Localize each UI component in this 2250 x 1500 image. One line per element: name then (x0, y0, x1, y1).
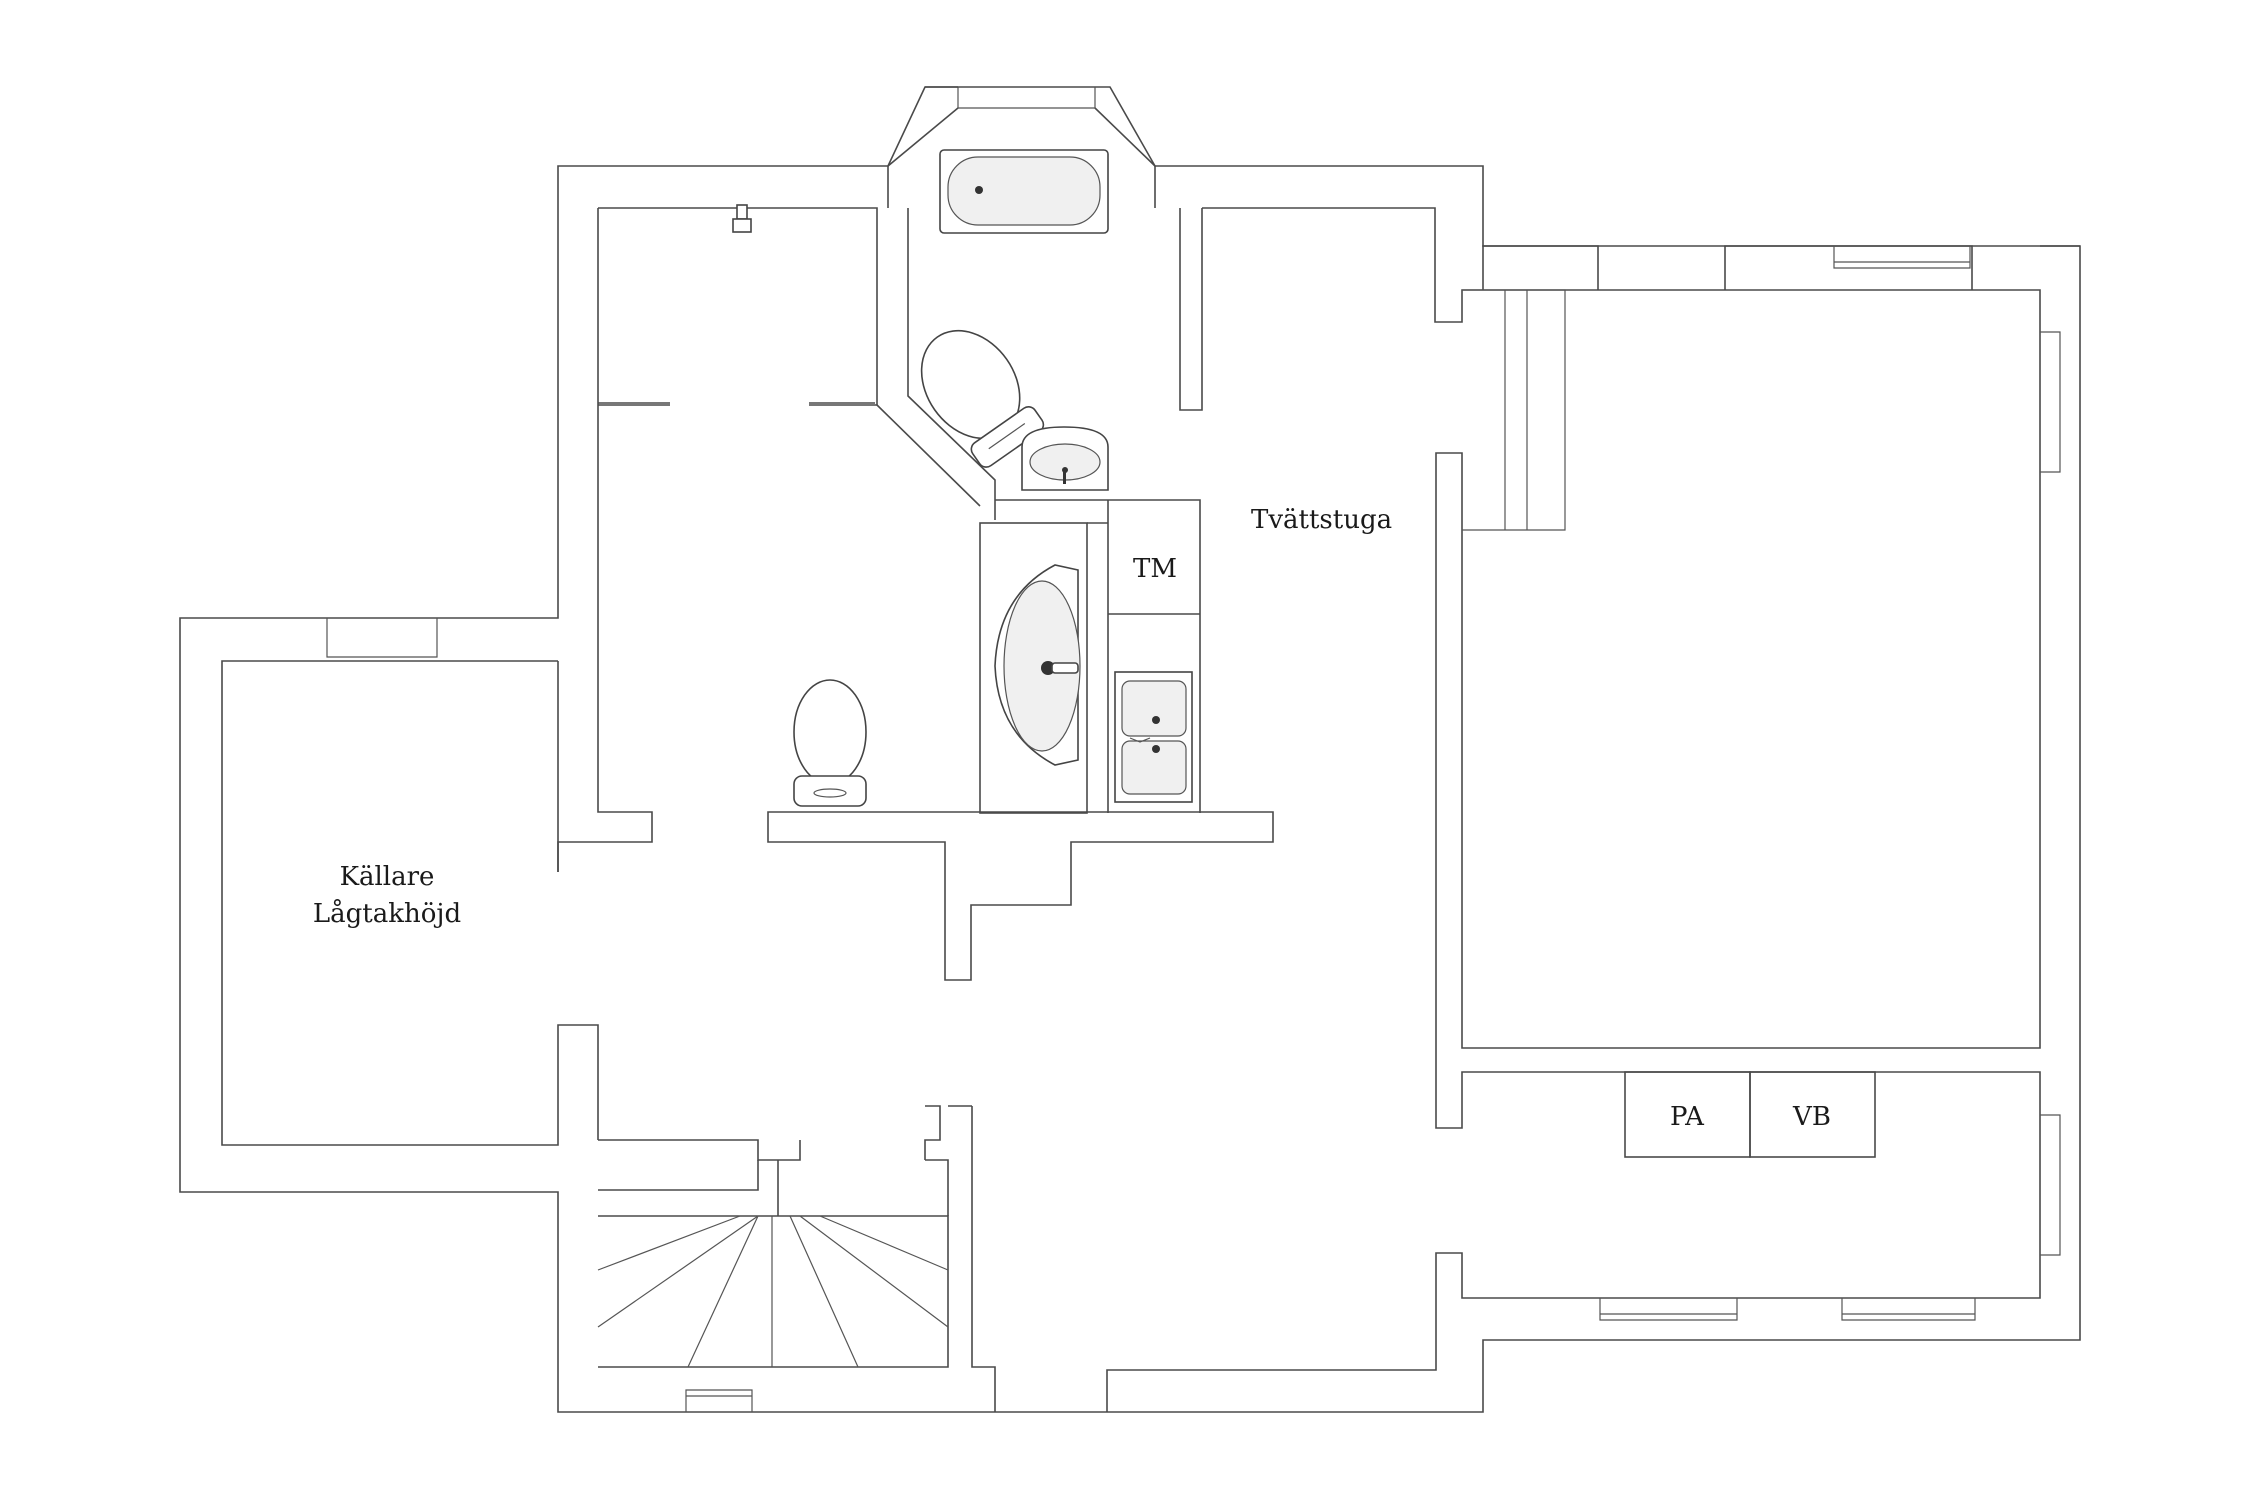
unit-label-tm: TM (1133, 554, 1177, 584)
toilet-lower (793, 679, 867, 807)
floor-drain (732, 204, 752, 233)
windows (326, 87, 2061, 1412)
unit-label-pa: PA (1670, 1102, 1705, 1132)
bathroom (598, 86, 1156, 491)
room-label-tvattstuga: Tvättstuga (1251, 505, 1392, 535)
room-label-kallare: Källare (340, 862, 435, 892)
laundry-fixtures (767, 499, 1274, 981)
toilet-upper (920, 329, 1045, 468)
vb-unit (1749, 1071, 1876, 1158)
unit-label-vb: VB (1792, 1102, 1831, 1132)
room-label-lagtakhojd: Lågtakhöjd (313, 898, 461, 929)
outer-walls (179, 86, 2081, 1413)
staircase (597, 1105, 996, 1412)
double-sink (1114, 671, 1193, 803)
labels: Tvättstuga Källare Lågtakhöjd TM PA VB (313, 505, 1831, 1132)
right-room-detail (1462, 289, 1876, 1158)
sink-small (1021, 426, 1109, 491)
